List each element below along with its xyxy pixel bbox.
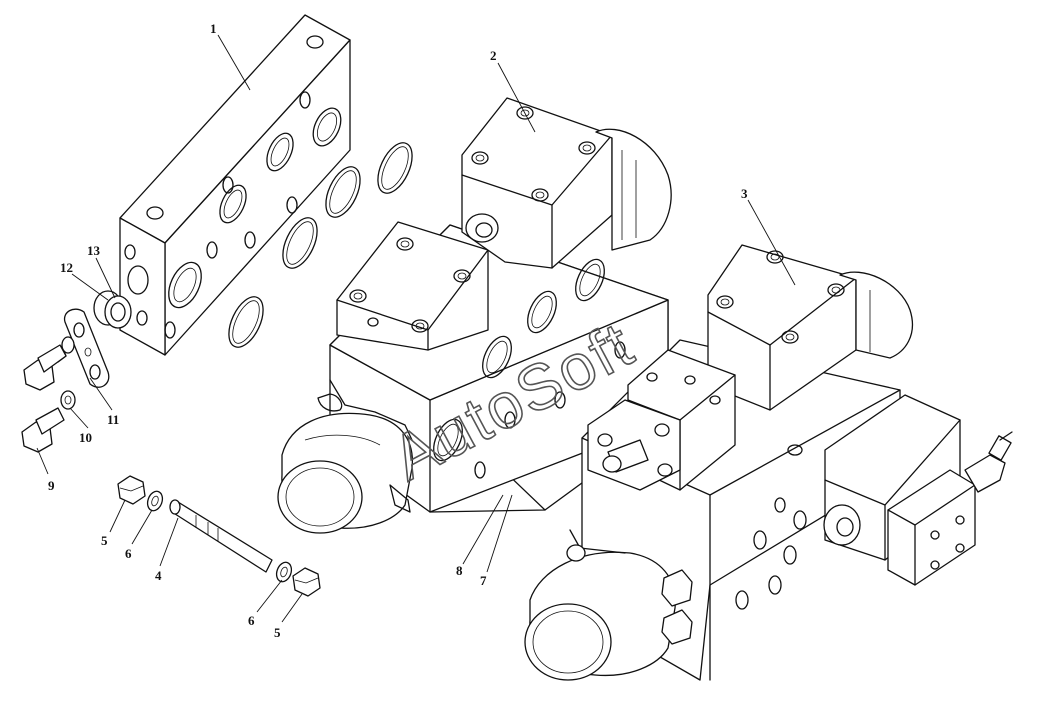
callout-11: 11 [107, 412, 119, 427]
callout-5-right: 5 [274, 625, 281, 640]
manifold-plate-part-1 [119, 14, 351, 356]
callout-4: 4 [155, 568, 162, 583]
callout-8: 8 [456, 563, 463, 578]
stud-part-4 [169, 499, 273, 573]
callout-13: 13 [87, 243, 101, 258]
leader-lines [36, 34, 796, 623]
callout-7: 7 [480, 573, 487, 588]
callout-12: 12 [60, 260, 73, 275]
callout-6-right: 6 [248, 613, 255, 628]
valve-section-part-3 [524, 244, 1013, 681]
callout-labels: 1 2 3 4 5 5 6 6 7 8 9 10 11 12 13 [48, 21, 748, 640]
callout-5-left: 5 [101, 533, 108, 548]
callout-1: 1 [210, 21, 217, 36]
bolt-flange-parts-9-13 [21, 290, 132, 453]
callout-10: 10 [79, 430, 92, 445]
valve-section-part-2 [277, 97, 672, 534]
callout-3: 3 [741, 186, 748, 201]
callout-6-left: 6 [125, 546, 132, 561]
callout-9: 9 [48, 478, 55, 493]
nut-and-washer-parts-5-6 [117, 475, 321, 597]
callout-2: 2 [490, 48, 497, 63]
